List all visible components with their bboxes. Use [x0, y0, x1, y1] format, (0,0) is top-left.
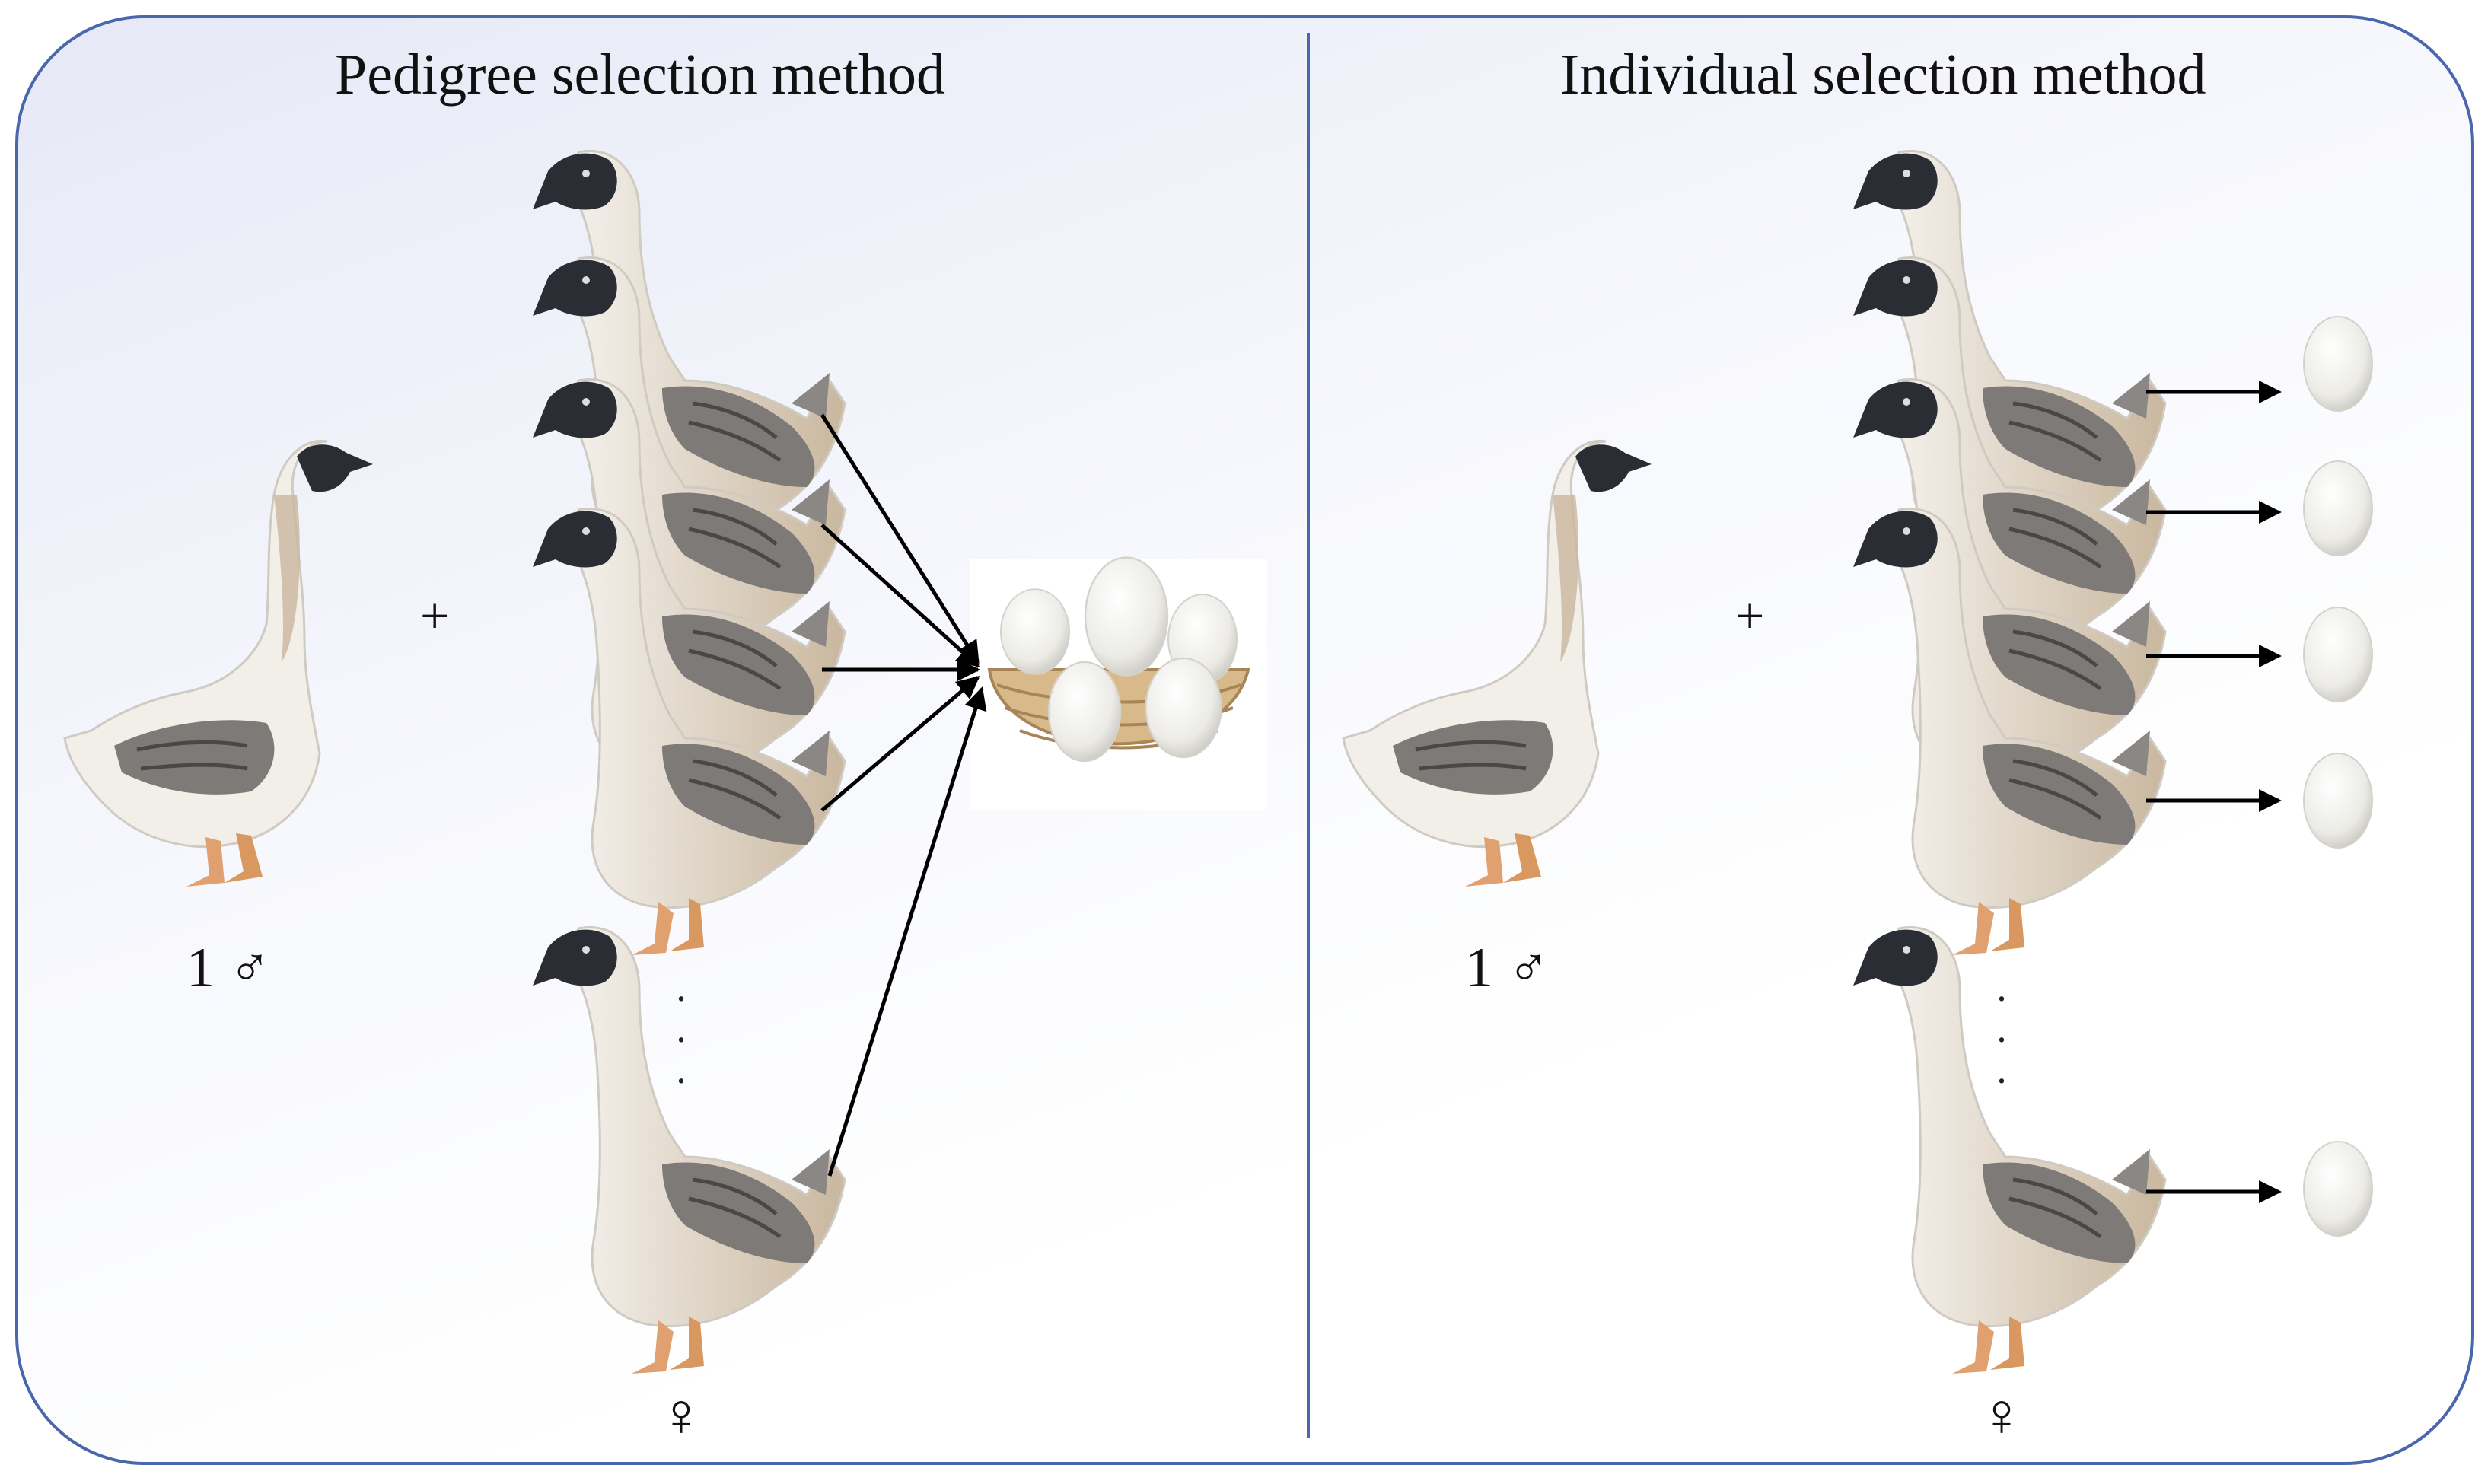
egg-basket: [970, 556, 1267, 810]
arrows-to-basket: [820, 413, 987, 1177]
panel-divider: [1307, 33, 1310, 1438]
female-goose-stack-right: [1853, 151, 2165, 1374]
male-goose-right: [1343, 441, 1652, 887]
arrows-to-eggs: [2146, 381, 2282, 1203]
plus-sign-left: +: [420, 587, 450, 645]
individual-eggs: [2303, 316, 2373, 1237]
female-goose-stack-left: [533, 151, 845, 1374]
male-count-left: 1: [186, 937, 215, 999]
female-label-left: ♀: [658, 1382, 704, 1449]
plus-sign-right: +: [1735, 587, 1765, 645]
male-symbol-left: ♂: [228, 937, 272, 999]
female-label-right: ♀: [1979, 1382, 2024, 1449]
male-symbol-right: ♂: [1507, 937, 1550, 999]
male-goose-left: [65, 441, 373, 887]
male-label-right: 1 ♂: [1465, 936, 1550, 1001]
male-count-right: 1: [1465, 937, 1493, 999]
continuation-dots-left: · · ·: [674, 976, 688, 1103]
individual-title: Individual selection method: [1560, 43, 2206, 107]
pedigree-title: Pedigree selection method: [335, 43, 945, 107]
continuation-dots-right: · · ·: [1995, 976, 2008, 1103]
male-label-left: 1 ♂: [186, 936, 271, 1001]
